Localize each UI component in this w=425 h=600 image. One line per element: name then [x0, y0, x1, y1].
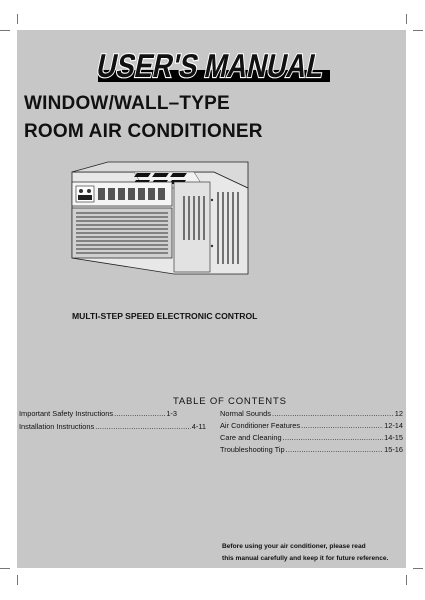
crop-mark — [406, 14, 407, 24]
crop-mark — [17, 14, 18, 24]
manual-banner: USER'S MANUAL — [96, 50, 330, 84]
control-caption: MULTI-STEP SPEED ELECTRONIC CONTROL — [72, 311, 258, 321]
toc-leader-dots — [286, 446, 383, 453]
toc-entry: Troubleshooting Tip 15-16 — [220, 445, 403, 454]
toc-entry: Air Conditioner Features 12-14 — [220, 421, 403, 430]
crop-mark — [17, 575, 18, 585]
air-conditioner-illustration — [71, 161, 249, 275]
manual-cover-page — [17, 30, 406, 568]
toc-entry-label: Care and Cleaning — [220, 433, 282, 442]
toc-entry-label: Installation Instructions — [19, 422, 95, 431]
toc-leader-dots — [283, 434, 383, 441]
crop-mark — [413, 30, 423, 31]
reading-note-line1: Before using your air conditioner, pleas… — [222, 543, 366, 550]
crop-mark — [0, 568, 10, 569]
toc-leader-dots — [114, 410, 165, 417]
toc-entry-page: 14-15 — [384, 433, 403, 442]
toc-entry-page: 15-16 — [384, 445, 403, 454]
crop-mark — [0, 30, 10, 31]
toc-entry-label: Normal Sounds — [220, 409, 271, 418]
banner-title: USER'S MANUAL — [96, 50, 327, 84]
toc-entry-label: Important Safety Instructions — [19, 409, 114, 418]
product-title-line2: ROOM AIR CONDITIONER — [24, 121, 263, 142]
toc-entry-page: 12 — [394, 409, 403, 418]
reading-note-line2: this manual carefully and keep it for fu… — [222, 555, 389, 562]
crop-mark — [406, 575, 407, 585]
toc-entry-page: 12-14 — [384, 421, 403, 430]
toc-leader-dots — [272, 410, 394, 417]
toc-entry: Important Safety Instructions 1-3 — [19, 409, 177, 418]
toc-heading: TABLE OF CONTENTS — [173, 396, 287, 407]
toc-entry-page: 4-11 — [191, 422, 206, 431]
toc-entry: Normal Sounds 12 — [220, 409, 403, 418]
toc-entry: Installation Instructions 4-11 — [19, 422, 206, 431]
banner-underbar — [98, 70, 330, 82]
toc-entry: Care and Cleaning 14-15 — [220, 433, 403, 442]
toc-entry-label: Troubleshooting Tip — [220, 445, 285, 454]
toc-entry-label: Air Conditioner Features — [220, 421, 301, 430]
toc-leader-dots — [301, 422, 383, 429]
toc-leader-dots — [95, 423, 191, 430]
toc-entry-page: 1-3 — [166, 409, 177, 418]
crop-mark — [413, 568, 423, 569]
product-title-line1: WINDOW/WALL–TYPE — [24, 93, 230, 114]
